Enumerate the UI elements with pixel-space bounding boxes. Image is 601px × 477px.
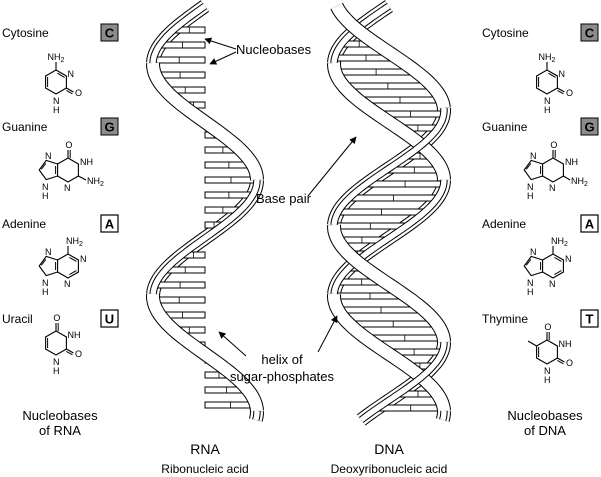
annotations: Nucleobases Base pair helix of sugar-pho… xyxy=(161,37,448,476)
dna-base-name-guanine: Guanine xyxy=(482,120,528,134)
dna-nucleobases-caption-line2: of DNA xyxy=(524,423,566,438)
dna-strand-a xyxy=(326,2,451,421)
dna-adenine-n3-label: N xyxy=(549,279,556,289)
dna-adenine-n1-label: N xyxy=(565,254,572,264)
dna-guanine-structure: O NH N NH2 xyxy=(523,140,588,202)
dna-strand-b xyxy=(327,2,451,423)
rna-backbone-segment-fill xyxy=(146,293,263,412)
dna-base-name-adenine: Adenine xyxy=(482,217,526,231)
guanine-nh2-label: NH2 xyxy=(87,176,104,188)
nucleobases-arrow-2 xyxy=(209,51,237,65)
guanine-n3-label: N xyxy=(64,183,71,193)
base-badge-a xyxy=(100,214,119,233)
base-name-adenine: Adenine xyxy=(2,217,46,231)
dna-title: DNA xyxy=(374,441,404,457)
rna-bases xyxy=(152,26,258,409)
base-name-cytosine: Cytosine xyxy=(2,26,49,40)
adenine-structure: NH2 N N xyxy=(38,236,87,298)
dna-base-badge-c xyxy=(580,23,599,42)
dna-guanine-n3-label: N xyxy=(549,183,556,193)
dna-strand-b-back-fill xyxy=(359,341,447,423)
dna-strand-a-segment-fill xyxy=(327,293,450,412)
rna-backbone-segment-fill xyxy=(147,62,263,181)
dna-nucleobases-caption-line1: Nucleobases xyxy=(507,408,583,423)
dna-strand-b-segment-fill xyxy=(328,224,450,343)
rna-subtitle: Ribonucleic acid xyxy=(161,462,248,476)
base-letter-g: G xyxy=(104,120,114,135)
dna-base-pairs xyxy=(333,40,445,412)
dna-strand-a-back-fill xyxy=(440,410,447,421)
dna-double-helix xyxy=(326,0,452,426)
helix-arrow-dna xyxy=(317,315,338,353)
dna-base-badge-a xyxy=(580,214,599,233)
base-badge-u xyxy=(100,309,119,328)
rna-title: RNA xyxy=(190,441,220,457)
rna-nucleobases-caption-line2: of RNA xyxy=(39,423,81,438)
base-pair-arrow xyxy=(307,136,357,197)
dna-strand-a-segment-fill xyxy=(328,62,450,181)
dna-base-badge-t xyxy=(580,309,599,328)
guanine-nh-label: NH xyxy=(80,157,93,167)
dna-base-name-cytosine: Cytosine xyxy=(482,26,529,40)
base-name-guanine: Guanine xyxy=(2,120,48,134)
dna-strand-b-segment-fill xyxy=(331,3,450,109)
dna-nucleobase-list: Cytosine C Guanine G O NH N NH2 Adenine … xyxy=(482,23,599,438)
dna-cytosine-structure xyxy=(536,51,574,116)
nucleobases-arrow-1 xyxy=(204,37,237,50)
dna-adenine-nh2-label: NH2 xyxy=(551,236,568,248)
base-letter-a: A xyxy=(105,217,115,232)
adenine-n3-label: N xyxy=(64,279,71,289)
adenine-nh2-label: NH2 xyxy=(66,236,83,248)
rna-backbone-back-fill xyxy=(150,3,207,64)
base-badge-g xyxy=(100,117,119,136)
base-name-uracil: Uracil xyxy=(2,312,33,326)
cytosine-structure xyxy=(45,51,83,116)
rna-backbone xyxy=(145,2,264,421)
dna-guanine-nh-label: NH xyxy=(565,157,578,167)
dna-strand-a-back-fill xyxy=(331,3,391,64)
dna-adenine-structure: NH2 N N xyxy=(523,236,572,298)
rna-backbone-back-fill xyxy=(150,179,260,295)
rna-nucleobase-list: Cytosine C Guanine G O NH N NH2 Adenine … xyxy=(2,23,119,438)
base-badge-c xyxy=(100,23,119,42)
rna-nucleobases-caption-line1: Nucleobases xyxy=(22,408,98,423)
helix-arrow-rna xyxy=(218,331,247,357)
dna-strand-a-back-fill xyxy=(331,179,447,295)
dna-base-name-thymine: Thymine xyxy=(482,312,528,326)
base-letter-u: U xyxy=(105,312,114,327)
dna-subtitle: Deoxyribonucleic acid xyxy=(331,462,448,476)
dna-guanine-o-label: O xyxy=(550,140,557,150)
rna-helix xyxy=(145,0,264,422)
adenine-n1-label: N xyxy=(80,254,87,264)
rna-backbone-back-fill xyxy=(253,410,260,421)
dna-base-letter-c: C xyxy=(585,26,595,41)
helix-label-line1: helix of xyxy=(261,352,303,367)
nucleobases-label: Nucleobases xyxy=(236,42,312,57)
guanine-o-label: O xyxy=(65,140,72,150)
dna-base-letter-t: T xyxy=(586,312,594,327)
dna-guanine-nh2-label: NH2 xyxy=(571,176,588,188)
dna-base-letter-g: G xyxy=(584,120,594,135)
guanine-structure: O NH N NH2 xyxy=(38,140,104,202)
helix-label-line2: sugar-phosphates xyxy=(230,369,335,384)
thymine-structure xyxy=(527,321,574,386)
dna-base-letter-a: A xyxy=(585,217,595,232)
uracil-structure xyxy=(45,312,83,377)
base-letter-c: C xyxy=(105,26,115,41)
dna-strand-b-back-fill xyxy=(331,107,447,226)
dna-base-badge-g xyxy=(580,117,599,136)
base-pair-label: Base pair xyxy=(256,191,312,206)
